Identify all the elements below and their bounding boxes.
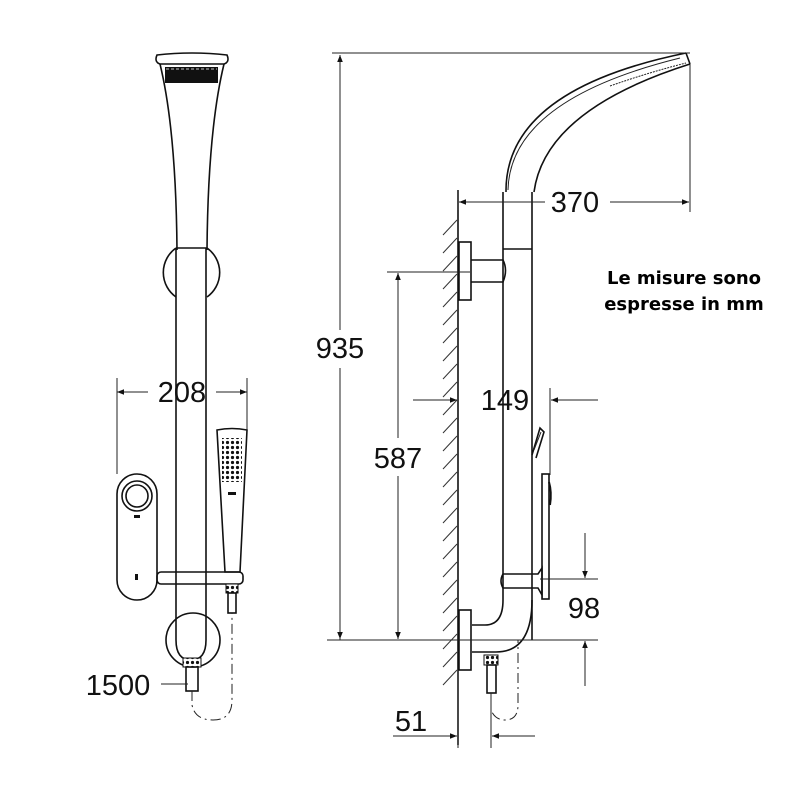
wall-hatching [442, 219, 458, 686]
hose-dashed [191, 613, 233, 721]
mixer-lever [531, 426, 545, 459]
front-view: 208 1500 [86, 52, 248, 721]
dim-front-width: 208 [158, 377, 206, 409]
dim-handshower-projection: 149 [481, 385, 529, 417]
units-note: Le misure sono espresse in mm [584, 266, 784, 318]
bottom-elbow [472, 599, 504, 626]
holder-side [500, 565, 543, 599]
holder-bar [156, 571, 244, 585]
dim-hose-length: 1500 [86, 670, 151, 702]
dim-outlet-offset: 51 [395, 706, 427, 738]
overhead-shower-head [155, 52, 229, 251]
dim-mixer-height: 587 [374, 443, 422, 475]
side-view: 935 370 587 149 98 51 [316, 52, 691, 748]
units-note-line1: Le misure sono [606, 268, 761, 289]
dim-total-height: 935 [316, 333, 364, 365]
mixer [116, 473, 158, 601]
dim-overhead-projection: 370 [551, 187, 599, 219]
hand-shower-side [541, 473, 550, 600]
overhead-arm [505, 52, 691, 193]
hand-shower [216, 427, 248, 614]
dim-holder-height: 98 [568, 593, 600, 625]
top-bracket [162, 247, 177, 298]
top-wall-bracket [458, 241, 472, 301]
units-note-line2: espresse in mm [604, 294, 764, 315]
